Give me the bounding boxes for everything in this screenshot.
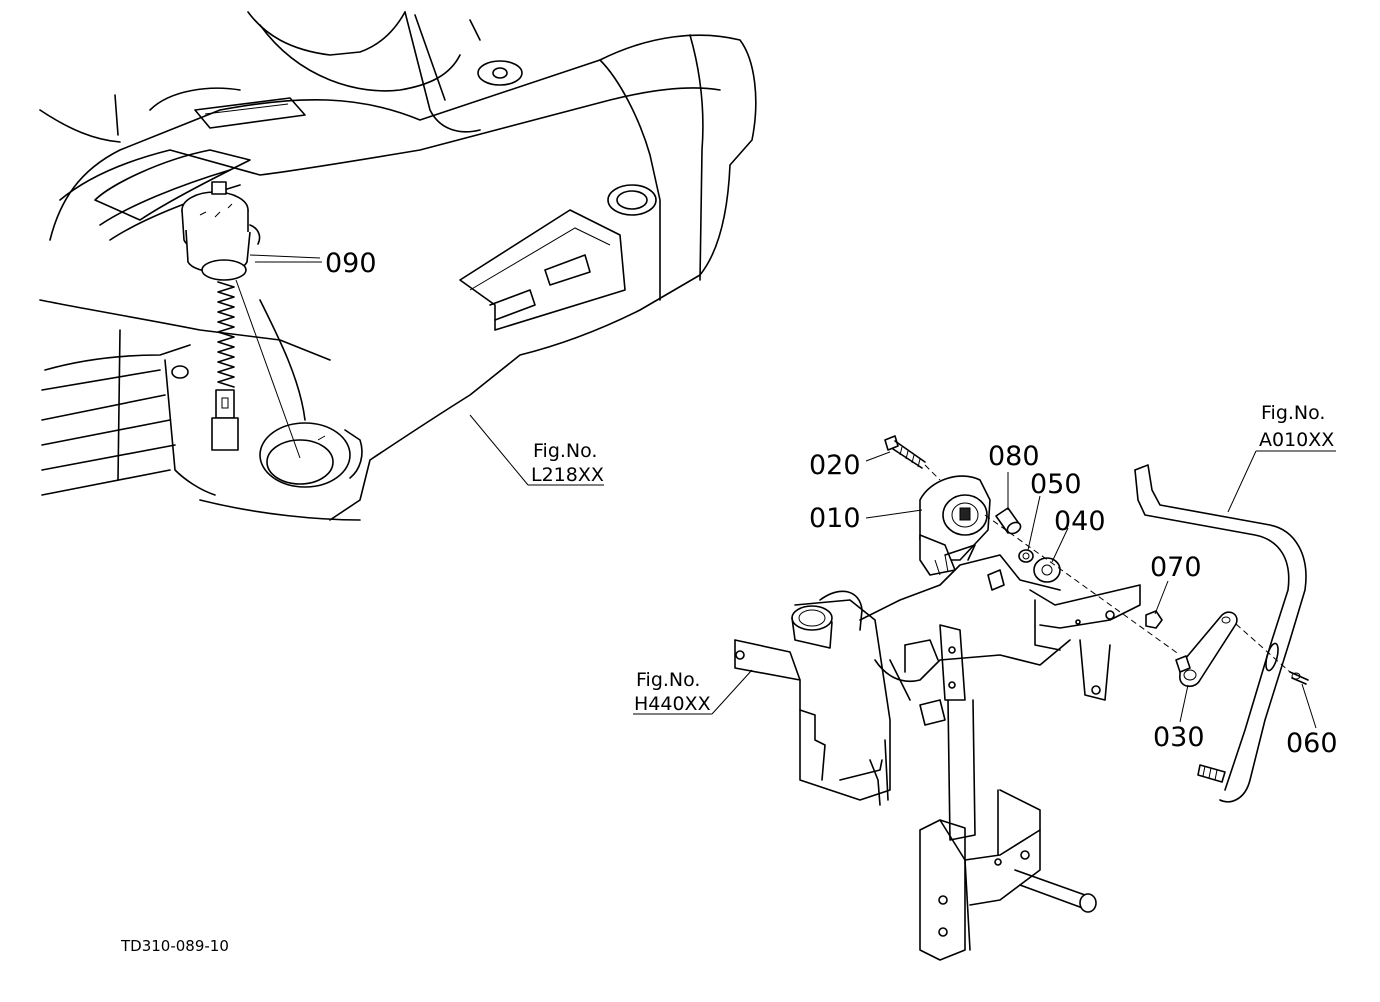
- fig-ref-l218xx-title: Fig.No.: [533, 440, 597, 462]
- callout-040: 040: [1054, 506, 1106, 537]
- part-020-bolt: [884, 435, 941, 481]
- figure-references: Fig.No. L218XX Fig.No. H440XX Fig.No. A0…: [531, 402, 1334, 715]
- part-060-pin: [1289, 671, 1309, 685]
- fig-ref-h440xx-code: H440XX: [634, 693, 711, 715]
- part-090-switch-assembly: [181, 181, 321, 459]
- callout-020: 020: [809, 450, 861, 481]
- callout-090: 090: [325, 248, 377, 279]
- callout-080: 080: [988, 441, 1040, 472]
- callout-030: 030: [1153, 722, 1205, 753]
- fig-ref-h440xx-title: Fig.No.: [636, 669, 700, 691]
- callout-010: 010: [809, 503, 861, 534]
- callout-070: 070: [1150, 552, 1202, 583]
- fig-ref-a010xx-code: A010XX: [1259, 429, 1334, 451]
- part-010-sensor: [919, 475, 991, 576]
- callout-060: 060: [1286, 728, 1338, 759]
- bracket-frame-assembly: [734, 554, 1141, 961]
- part-050-washer: [1018, 549, 1034, 563]
- drawing-code: TD310-089-10: [120, 937, 229, 955]
- floor-console-assembly: [39, 11, 757, 521]
- callout-050: 050: [1030, 469, 1082, 500]
- part-030-link: [1175, 611, 1238, 688]
- callout-labels: 090 020 010 080 050 040 070 030 060: [325, 248, 1338, 759]
- pedal-lever-assembly: [1134, 464, 1307, 803]
- leader-lines: [255, 261, 1336, 729]
- part-040-washer: [1033, 557, 1061, 583]
- part-070-nut: [1145, 610, 1163, 629]
- part-080-collar: [995, 507, 1022, 535]
- assembly-axis-lines: [984, 514, 1291, 673]
- fig-ref-a010xx-title: Fig.No.: [1261, 402, 1325, 424]
- fig-ref-l218xx-code: L218XX: [531, 464, 604, 486]
